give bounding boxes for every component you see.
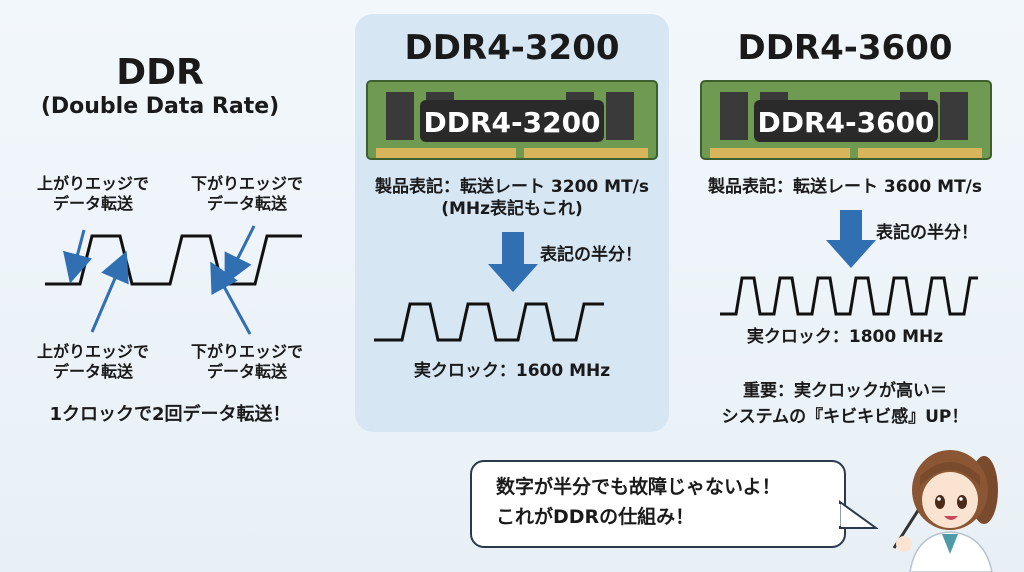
falling-top-line2: データ転送 <box>206 194 287 213</box>
speech-bubble-tail <box>838 500 878 529</box>
falling-edge-label-top: 下がりエッジで データ転送 <box>172 174 322 214</box>
ddr4-3600-module-label: DDR4-3600 <box>757 106 934 139</box>
ddr4-3600-spec: 製品表記：転送レート 3600 MT/s <box>708 177 982 197</box>
speech-line2: これがDDRの仕組み！ <box>496 506 695 528</box>
ddr-title: DDR <box>116 52 204 93</box>
down-arrow-icon <box>488 232 538 292</box>
ddr4-3200-arrow-label: 表記の半分！ <box>540 245 642 265</box>
ddr4-3600-module: DDR4-3600 <box>700 80 992 160</box>
ddr-clock-diagram <box>45 225 302 335</box>
ddr4-3200-module-label: DDR4-3200 <box>423 106 600 139</box>
arrow-rising-top <box>63 229 93 284</box>
ddr4-3600-title: DDR4-3600 <box>737 28 953 68</box>
arrow-rising-bottom <box>90 250 129 333</box>
important-note-line2: システムの『キビキビ感』UP！ <box>721 407 969 427</box>
arrow-falling-top <box>224 225 256 285</box>
ddr4-3200-spec: 製品表記：転送レート 3200 MT/s (MHz表記もこれ) <box>355 176 669 220</box>
rising-bottom-line1: 上がりエッジで <box>36 342 149 361</box>
speech-bubble <box>470 460 846 548</box>
ddr4-3600-clock-wave <box>720 276 978 316</box>
rising-top-line1: 上がりエッジで <box>36 174 149 193</box>
falling-edge-label-bottom: 下がりエッジで データ転送 <box>172 342 322 382</box>
rising-bottom-line2: データ転送 <box>52 362 133 381</box>
down-arrow-icon <box>826 210 876 268</box>
ddr4-3600-clock-label: 実クロック：1800 MHz <box>746 327 944 347</box>
falling-top-line1: 下がりエッジで <box>190 174 303 193</box>
rising-edge-label-top: 上がりエッジで データ転送 <box>18 174 168 214</box>
ddr4-3600-arrow-label: 表記の半分！ <box>876 223 978 243</box>
ddr4-3200-clock-wave <box>374 302 604 342</box>
falling-bottom-line1: 下がりエッジで <box>190 342 303 361</box>
ddr-subtitle: (Double Data Rate) <box>40 94 280 119</box>
speech-line1: 数字が半分でも故障じゃないよ！ <box>496 476 781 498</box>
ddr-square-wave <box>45 234 302 286</box>
ddr4-3200-title: DDR4-3200 <box>404 28 620 68</box>
ddr4-3200-clock-label: 実クロック：1600 MHz <box>413 361 611 381</box>
important-note: 重要：実クロックが高い＝ システムの『キビキビ感』UP！ <box>680 378 1010 430</box>
rising-top-line2: データ転送 <box>52 194 133 213</box>
teacher-character-illustration <box>892 450 998 572</box>
ddr4-3200-module: DDR4-3200 <box>366 80 658 160</box>
important-note-line1: 重要：実クロックが高い＝ <box>743 381 947 401</box>
ddr-caption: 1クロックで2回データ転送！ <box>49 404 291 425</box>
falling-bottom-line2: データ転送 <box>206 362 287 381</box>
rising-edge-label-bottom: 上がりエッジで データ転送 <box>18 342 168 382</box>
speech-text: 数字が半分でも故障じゃないよ！ これがDDRの仕組み！ <box>496 472 836 532</box>
ddr4-3200-spec-line1: 製品表記：転送レート 3200 MT/s <box>375 177 649 197</box>
ddr4-3200-spec-line2: (MHz表記もこれ) <box>441 199 583 219</box>
arrow-falling-bottom <box>210 261 252 335</box>
